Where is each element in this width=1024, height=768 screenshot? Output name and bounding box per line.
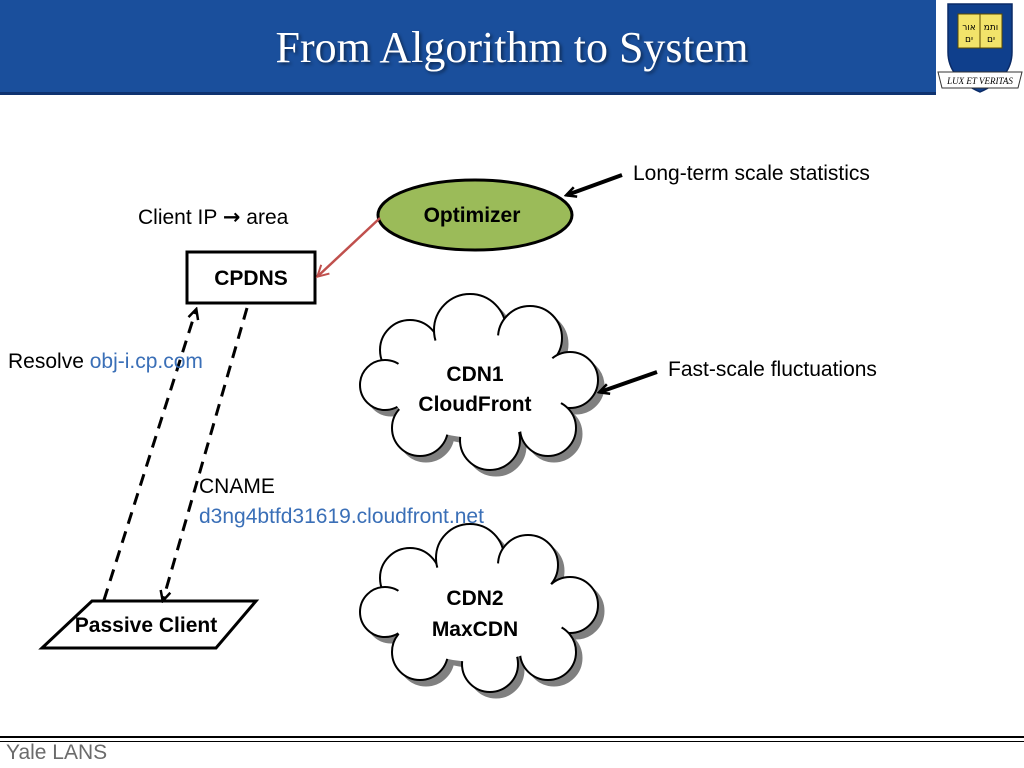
long-term-label: Long-term scale statistics	[633, 162, 870, 185]
resolve-label: Resolve obj-i.cp.com	[8, 350, 203, 374]
svg-text:ים: ים	[987, 35, 995, 45]
footer-divider-thin	[0, 741, 1024, 742]
cpdns-node	[185, 250, 317, 305]
resolve-text: Resolve	[8, 350, 84, 373]
cname-host: d3ng4btfd31619.cloudfront.net	[199, 505, 484, 528]
footer-label: Yale LANS	[6, 741, 108, 764]
svg-text:ים: ים	[965, 35, 973, 45]
passive-client-label: Passive Client	[75, 614, 217, 637]
client-ip-prefix: Client IP	[138, 206, 217, 229]
arrow-right-icon: →	[222, 205, 241, 229]
yale-crest-logo: אור ותמ ים ים LUX ET VERITAS	[936, 0, 1024, 96]
client-ip-suffix: area	[246, 206, 289, 229]
optimizer-node	[376, 178, 574, 252]
footer-divider	[0, 736, 1024, 738]
fast-scale-label: Fast-scale fluctuations	[668, 358, 877, 381]
fast-scale-arrow	[600, 370, 658, 392]
title-bar	[0, 0, 938, 92]
cdn1-label-line2: CloudFront	[418, 393, 531, 416]
optimizer-label: Optimizer	[424, 204, 521, 227]
resolve-host: obj-i.cp.com	[89, 350, 203, 373]
client-ip-label: Client IP → area	[138, 205, 288, 230]
cname-label: CNAME	[199, 475, 275, 498]
resolve-arrow	[102, 310, 196, 601]
cdn1-label-line1: CDN1	[446, 363, 503, 386]
cdn2-cloud-node	[359, 523, 605, 699]
svg-text:ותמ: ותמ	[984, 23, 998, 33]
svg-text:LUX ET VERITAS: LUX ET VERITAS	[946, 76, 1013, 86]
cpdns-label: CPDNS	[214, 267, 288, 290]
passive-client-node	[38, 599, 260, 650]
cdn2-label-line2: MaxCDN	[432, 618, 518, 641]
cdn2-label-line1: CDN2	[446, 587, 503, 610]
optimizer-to-cpdns-arrow	[318, 217, 381, 276]
title-bar-border	[0, 92, 938, 95]
long-term-arrow	[567, 173, 623, 195]
cdn1-cloud-node	[359, 293, 605, 477]
cname-arrow	[163, 307, 249, 600]
svg-text:אור: אור	[962, 23, 976, 33]
slide-title: From Algorithm to System	[275, 23, 749, 72]
